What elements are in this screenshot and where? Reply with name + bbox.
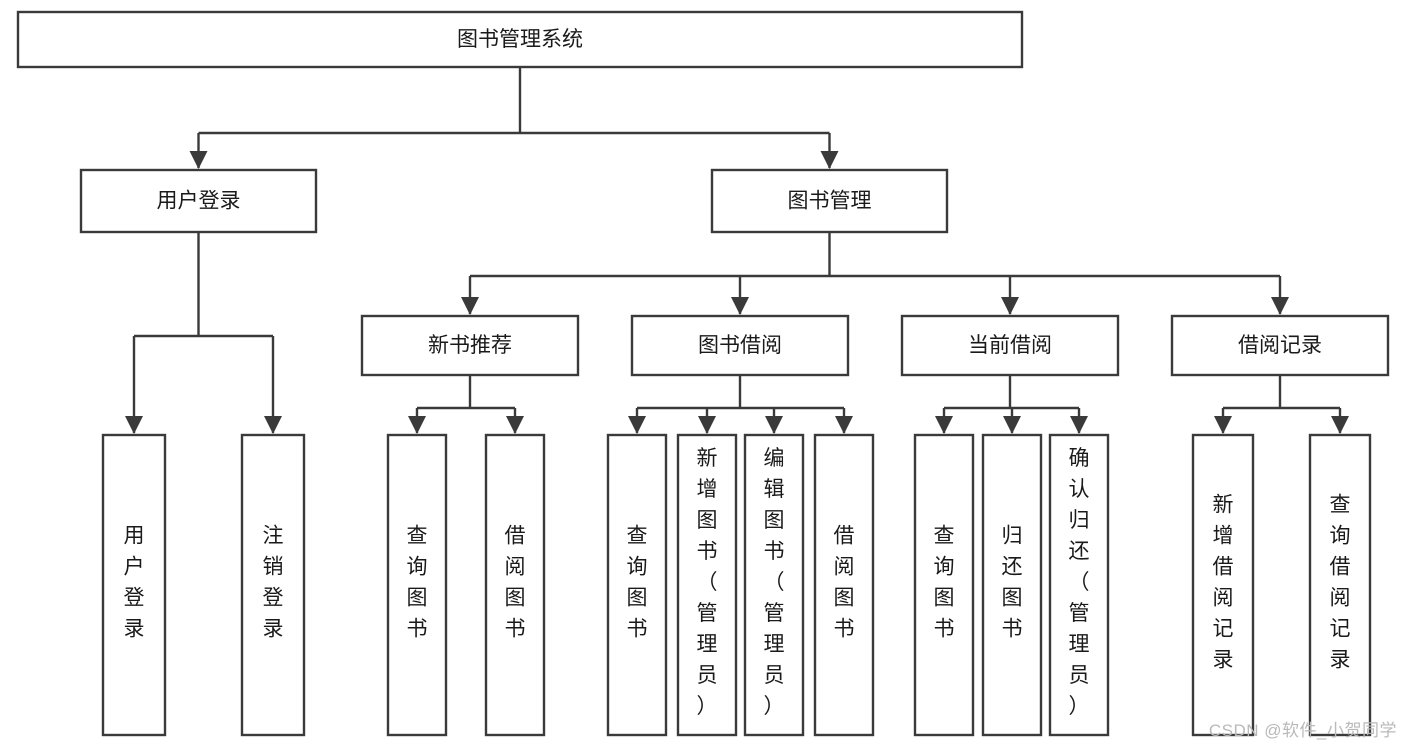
node-leaf-查询图书[interactable]: 查询图书 bbox=[913, 433, 975, 737]
node-label: 新增借阅记录 bbox=[1213, 494, 1234, 672]
node-level2-当前借阅[interactable]: 当前借阅 bbox=[900, 314, 1120, 377]
node-label: 查询图书 bbox=[627, 525, 648, 641]
node-leaf-查询图书[interactable]: 查询图书 bbox=[386, 433, 448, 737]
nodes-layer: 图书管理系统用户登录图书管理新书推荐图书借阅当前借阅借阅记录用户登录注销登录查询… bbox=[16, 10, 1390, 737]
node-label: 归还图书 bbox=[1002, 525, 1023, 641]
node-label: 用户登录 bbox=[124, 525, 145, 641]
node-label: 编辑图书（管理员） bbox=[764, 447, 785, 718]
node-label: 确认归还（管理员） bbox=[1069, 447, 1090, 718]
node-level1-用户登录[interactable]: 用户登录 bbox=[79, 168, 318, 234]
node-leaf-注销登录[interactable]: 注销登录 bbox=[240, 433, 306, 737]
node-leaf-新增图书（管理员）[interactable]: 新增图书（管理员） bbox=[676, 433, 738, 737]
node-label: 借阅记录 bbox=[1238, 334, 1322, 357]
node-root-图书管理系统[interactable]: 图书管理系统 bbox=[16, 10, 1024, 69]
node-label: 借阅图书 bbox=[505, 525, 526, 641]
node-leaf-借阅图书[interactable]: 借阅图书 bbox=[813, 433, 875, 737]
node-label: 查询借阅记录 bbox=[1330, 494, 1351, 672]
node-leaf-编辑图书（管理员）[interactable]: 编辑图书（管理员） bbox=[743, 433, 805, 737]
node-label: 图书管理 bbox=[788, 190, 872, 213]
node-leaf-查询图书[interactable]: 查询图书 bbox=[606, 433, 668, 737]
node-level1-图书管理[interactable]: 图书管理 bbox=[710, 168, 949, 234]
node-label: 图书借阅 bbox=[698, 334, 782, 357]
node-label: 用户登录 bbox=[157, 190, 241, 213]
node-label: 借阅图书 bbox=[834, 525, 855, 641]
node-leaf-用户登录[interactable]: 用户登录 bbox=[101, 433, 167, 737]
node-label: 查询图书 bbox=[934, 525, 955, 641]
connectors-layer bbox=[125, 67, 1349, 434]
node-label: 当前借阅 bbox=[968, 334, 1052, 357]
node-label: 新增图书（管理员） bbox=[697, 447, 718, 718]
node-label: 图书管理系统 bbox=[457, 28, 583, 51]
node-level2-借阅记录[interactable]: 借阅记录 bbox=[1170, 314, 1390, 377]
node-label: 注销登录 bbox=[263, 525, 284, 641]
node-leaf-归还图书[interactable]: 归还图书 bbox=[981, 433, 1043, 737]
node-leaf-新增借阅记录[interactable]: 新增借阅记录 bbox=[1191, 433, 1255, 737]
node-label: 新书推荐 bbox=[428, 334, 512, 357]
node-leaf-借阅图书[interactable]: 借阅图书 bbox=[484, 433, 546, 737]
node-level2-图书借阅[interactable]: 图书借阅 bbox=[630, 314, 850, 377]
node-leaf-确认归还（管理员）[interactable]: 确认归还（管理员） bbox=[1048, 433, 1110, 737]
node-label: 查询图书 bbox=[407, 525, 428, 641]
node-level2-新书推荐[interactable]: 新书推荐 bbox=[360, 314, 580, 377]
node-leaf-查询借阅记录[interactable]: 查询借阅记录 bbox=[1308, 433, 1372, 737]
